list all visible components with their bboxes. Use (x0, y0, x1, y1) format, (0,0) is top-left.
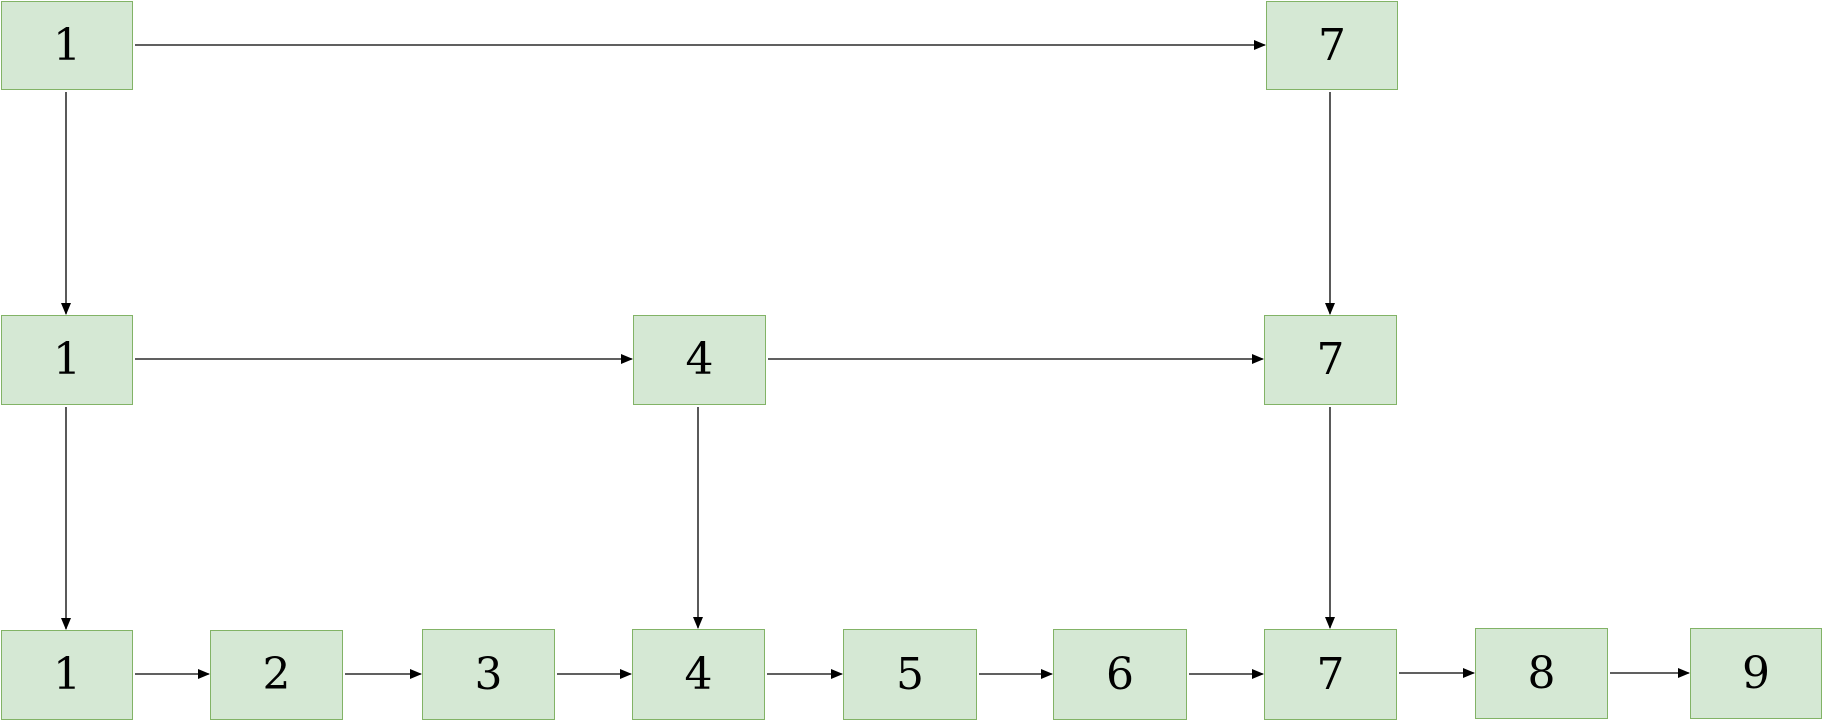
node-bottom-6: 6 (1053, 629, 1187, 720)
node-bottom-7: 7 (1264, 629, 1397, 720)
node-middle-7: 7 (1264, 315, 1397, 405)
node-middle-1: 1 (1, 315, 133, 405)
node-label: 9 (1742, 647, 1770, 699)
node-label: 1 (53, 334, 81, 385)
node-bottom-2: 2 (210, 630, 343, 720)
node-label: 8 (1527, 647, 1556, 699)
node-label: 7 (1316, 334, 1345, 385)
node-bottom-3: 3 (422, 629, 555, 720)
node-label: 1 (53, 19, 81, 71)
node-label: 2 (262, 649, 291, 700)
node-label: 3 (474, 648, 503, 700)
node-label: 4 (685, 334, 714, 385)
node-label: 7 (1316, 648, 1345, 700)
node-label: 6 (1106, 648, 1134, 700)
node-label: 7 (1318, 19, 1346, 71)
node-top-7: 7 (1266, 1, 1398, 90)
node-label: 5 (896, 648, 924, 700)
node-label: 1 (53, 649, 81, 700)
node-bottom-1: 1 (1, 630, 133, 720)
node-bottom-8: 8 (1475, 628, 1608, 719)
node-top-1: 1 (1, 1, 133, 90)
node-bottom-5: 5 (843, 629, 977, 720)
node-label: 4 (684, 648, 713, 700)
node-bottom-4: 4 (632, 629, 765, 720)
node-middle-4: 4 (633, 315, 766, 405)
node-bottom-9: 9 (1690, 628, 1822, 719)
